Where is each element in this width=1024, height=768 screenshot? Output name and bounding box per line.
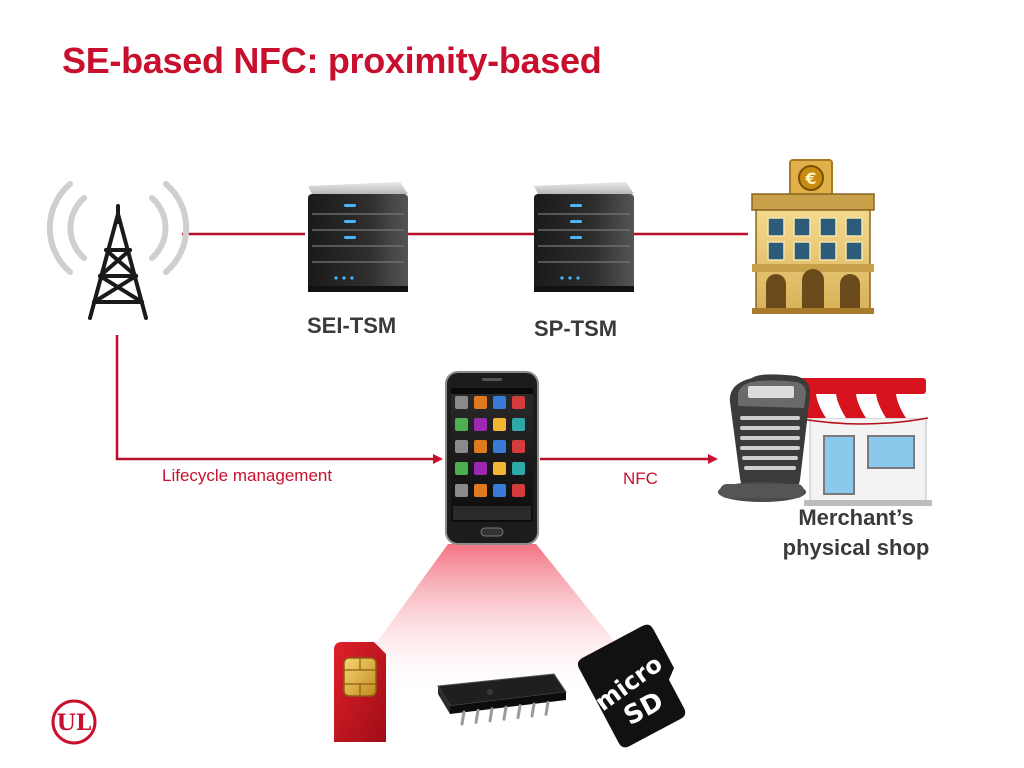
app-icon [493, 484, 506, 497]
microchip-icon [437, 673, 567, 726]
phone-app-grid [453, 396, 531, 520]
app-icon [474, 418, 487, 431]
app-icon [455, 418, 468, 431]
nfc-label: NFC [623, 469, 658, 488]
lifecycle-management-label: Lifecycle management [162, 466, 333, 485]
app-icon [512, 396, 525, 409]
connection-lines [115, 232, 748, 464]
app-icon [455, 484, 468, 497]
app-icon [474, 484, 487, 497]
chip-pin [474, 708, 480, 724]
app-icon [455, 462, 468, 475]
app-icon [493, 418, 506, 431]
merchant-shop-line1: Merchant’s [798, 505, 914, 530]
app-icon [512, 462, 525, 475]
ul-logo-text: UL [57, 710, 92, 736]
microsd-card-icon: micro SD [577, 624, 686, 748]
merchant-shop-label: Merchant’s physical shop [758, 503, 954, 563]
ul-logo: UL [51, 699, 97, 745]
chip-pin [460, 710, 466, 726]
app-icon [474, 440, 487, 453]
slide-title: SE-based NFC: proximity-based [62, 40, 602, 81]
payment-terminal-icon [718, 374, 811, 502]
server-icon [308, 182, 408, 292]
sim-card-icon [334, 642, 386, 742]
app-icon [493, 440, 506, 453]
app-icon [455, 396, 468, 409]
arrow-lifecycle [115, 335, 443, 464]
app-icon [474, 396, 487, 409]
app-icon [512, 418, 525, 431]
app-icon [455, 440, 468, 453]
chip-pin [488, 707, 494, 723]
chip-pin [516, 704, 522, 720]
app-icon [474, 462, 487, 475]
app-icon [493, 396, 506, 409]
merchant-shop-line2: physical shop [782, 535, 930, 560]
chip-pin [544, 700, 550, 716]
sp-tsm-label: SP-TSM [534, 316, 618, 341]
app-icon [512, 484, 525, 497]
chip-pin [530, 702, 536, 718]
shop-icon [795, 378, 932, 506]
sei-tsm-label: SEI-TSM [307, 313, 397, 338]
svg-text:€: € [804, 169, 816, 188]
app-icon [512, 440, 525, 453]
server-icon [534, 182, 634, 292]
bank-building-icon: € [751, 159, 875, 314]
phone-dock [453, 506, 531, 520]
app-icon [493, 462, 506, 475]
chip-pin [502, 705, 508, 721]
cell-tower-icon [46, 181, 190, 320]
